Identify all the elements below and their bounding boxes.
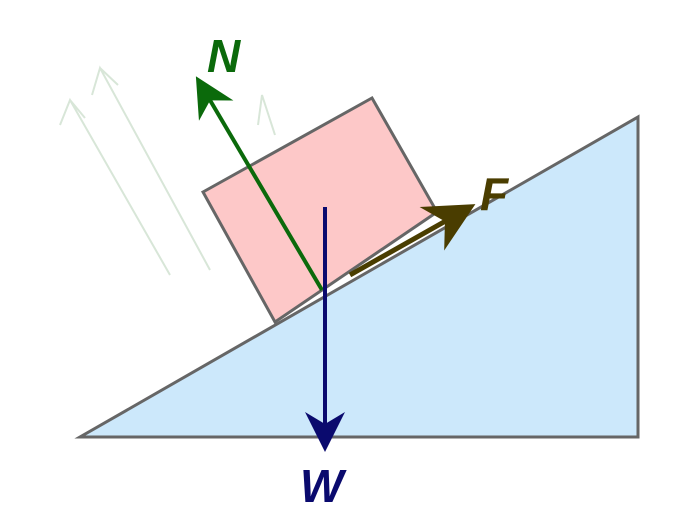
friction-force-arrow [348, 204, 476, 278]
normal-force-arrow [195, 76, 324, 292]
ghost-arrows [59, 65, 276, 276]
incline [74, 114, 640, 439]
weight-label: W [300, 460, 347, 512]
normal-label: N [207, 30, 241, 82]
friction-label: F [480, 168, 510, 220]
